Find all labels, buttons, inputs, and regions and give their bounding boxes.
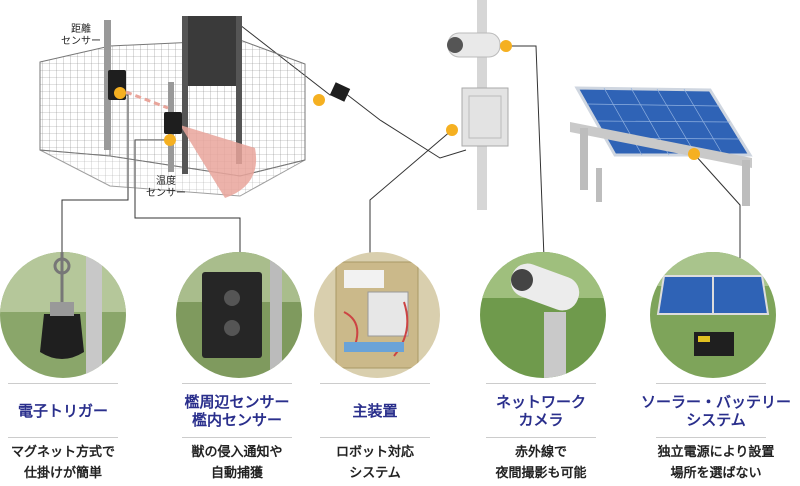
component-title: 電子トリガー [17,402,108,420]
photo-main-unit [314,252,440,378]
component-desc: マグネット方式で仕掛けが簡単 [10,445,115,481]
distance-sensor-label: 距離センサー [61,24,101,47]
separator [486,383,596,384]
component-desc: 獣の侵入通知や自動捕獲 [191,445,283,481]
system-illustration [39,0,753,259]
marker-dot [446,124,458,136]
magnet-trigger-icon [0,252,126,378]
camera-icon [480,252,606,378]
solar-panel-icon [650,252,776,378]
separator [656,437,766,438]
separator [320,383,430,384]
photo-electronic-trigger [0,252,126,378]
marker-dot [114,87,126,99]
camera-pole [447,0,509,210]
component-desc: 独立電源により設置場所を選ばない [657,445,775,481]
temperature-sensor-label: 温度センサー [146,176,186,199]
separator [182,383,292,384]
component-desc: 赤外線で夜間撮影も可能 [495,445,587,481]
component-title: ソーラー・バッテリーシステム [640,393,791,429]
separator [8,437,118,438]
photo-cage-sensors [176,252,302,378]
solar-panel [570,86,753,206]
marker-dot [313,94,325,106]
marker-dot [688,148,700,160]
sensor-box-icon [176,252,302,378]
component-title: 檻周辺センサー檻内センサー [184,393,290,429]
photo-network-camera [480,252,606,378]
temperature-sensor [164,112,257,198]
photo-solar-battery [650,252,776,378]
separator [8,383,118,384]
separator [656,383,766,384]
component-desc: ロボット対応システム [335,445,414,481]
component-title: ネットワークカメラ [495,393,586,429]
component-title: 主装置 [352,402,398,420]
separator [486,437,596,438]
marker-dot [164,134,176,146]
separator [320,437,430,438]
control-board-icon [314,252,440,378]
separator [182,437,292,438]
marker-dot [500,40,512,52]
cable-connector [329,82,351,102]
